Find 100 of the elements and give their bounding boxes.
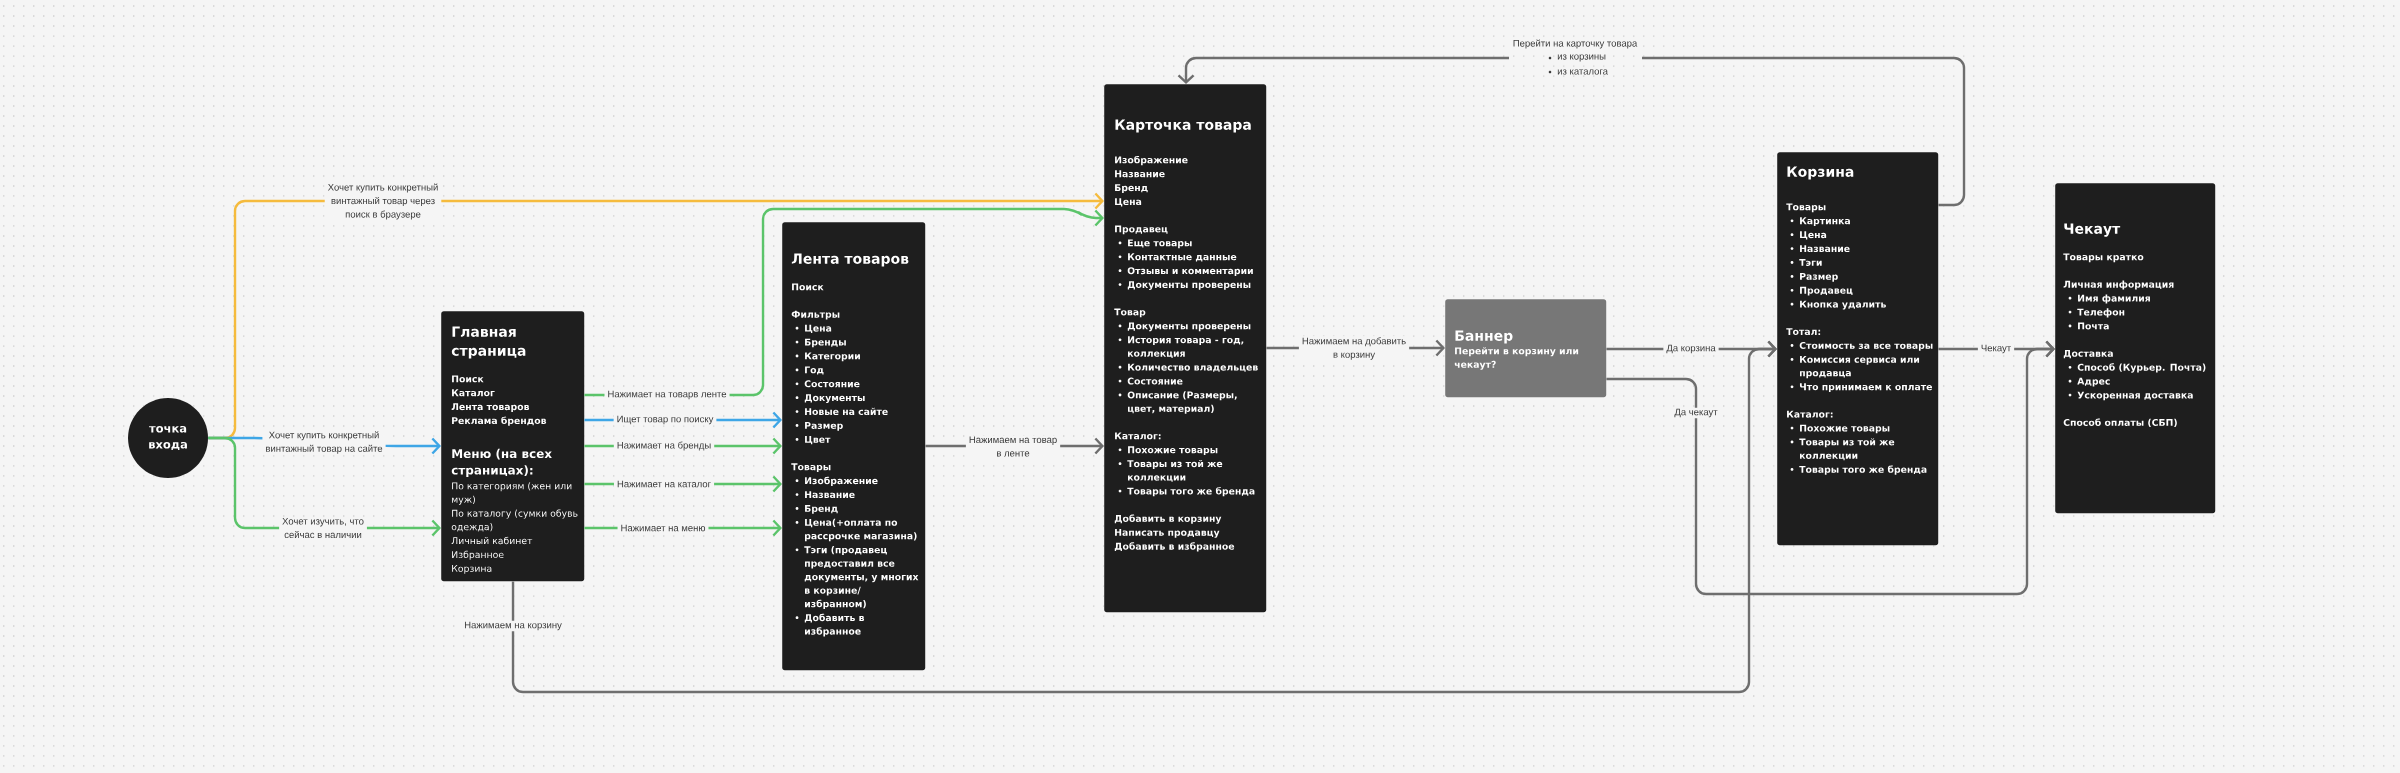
section-heading: Личная информация: [2063, 280, 2174, 290]
list-item: Добавить в избранное: [1114, 542, 1235, 552]
list-item: Размер: [805, 422, 843, 431]
list-item: Бренды: [805, 338, 846, 348]
list-item: Почта: [2078, 322, 2109, 330]
list-item: Способ (Курьер. Почта): [2077, 363, 2206, 373]
card-title: Карточка товара: [1115, 119, 1251, 133]
list-item: Лента товаров: [451, 403, 530, 412]
list-item: Еще товары: [1128, 239, 1192, 249]
section-heading: Товар: [1114, 308, 1146, 318]
list-item: Добавить в корзину: [1114, 514, 1222, 524]
list-item: Что принимаем к оплате: [1799, 383, 1932, 393]
list-item: Контактные данные: [1128, 253, 1237, 262]
section-heading: Меню (на всех страницах):: [451, 448, 552, 477]
list-item: Тэги: [1799, 259, 1822, 266]
list-item: Отзывы и комментарии: [1127, 267, 1253, 276]
section-heading: Товары: [1786, 203, 1826, 213]
edge-label: Нажимает на меню: [617, 523, 709, 533]
list-item: из каталога: [1557, 69, 1608, 75]
list-item: Стоимость за все товары: [1799, 341, 1933, 351]
edge-label: Нажимает на товарв ленте: [604, 389, 730, 401]
list-item: Поиск: [792, 283, 824, 291]
list-item: Документы проверены: [1127, 322, 1251, 332]
screen-card: [1104, 84, 1267, 613]
screen-card: [1777, 152, 1939, 546]
list-item: Товары того же бренда: [1127, 487, 1255, 497]
edge-label: Хочет купить конкретный винтажный товар через поиск в браузере: [324, 182, 442, 221]
list-item: Адрес: [2077, 377, 2110, 387]
edge-label: Хочет изучить, что сейчас в наличии: [279, 516, 367, 540]
section-heading: Каталог:: [1787, 410, 1833, 418]
list-item: Написать продавцу: [1115, 528, 1220, 538]
list-item: Название: [1800, 245, 1850, 253]
list-item: Состояние: [804, 380, 860, 388]
list-item: Тэги (продавец предоставил все документы, у многих в корзине/ избранном): [804, 546, 919, 610]
list-item: Документы: [804, 394, 865, 404]
list-item: из корзины: [1557, 54, 1606, 62]
list-item: Товары из той же коллекции: [1127, 459, 1223, 482]
list-item: Товары кратко: [2063, 253, 2144, 263]
list-item: Новые на сайте: [805, 407, 888, 416]
section-heading: Тотал:: [1786, 328, 1821, 336]
card-title: Главная страница: [451, 326, 526, 359]
list-item: По категориям (жен или муж): [452, 482, 572, 505]
edge-label: Нажимаем на товар в ленте: [965, 435, 1061, 458]
list-item: Картинка: [1800, 217, 1850, 227]
list-item: Поиск: [452, 375, 484, 383]
arrow: [1177, 56, 1966, 207]
list-item: Год: [805, 366, 824, 375]
list-item: Описание (Размеры, цвет, материал): [1127, 391, 1237, 414]
edge-label: Нажимаем на корзину: [461, 620, 565, 632]
edge-label: Нажимает на каталог: [613, 479, 715, 489]
section-heading: Каталог:: [1115, 432, 1161, 440]
question-text: Перейти в корзину или чекаут?: [1454, 347, 1579, 370]
list-item: Товары того же бренда: [1799, 465, 1927, 475]
card-title: Баннер: [1455, 330, 1513, 344]
list-item: Цена: [1115, 198, 1142, 207]
card-title: Чекаут: [2064, 223, 2121, 237]
list-item: История товара - год, коллекция: [1128, 336, 1244, 358]
list-item: Изображение: [805, 476, 878, 486]
edge-label: Ищет товар по поиску: [613, 414, 717, 426]
list-item: Цена: [1800, 231, 1827, 240]
list-item: По каталогу (сумки обувь одежда): [451, 509, 578, 532]
list-item: Каталог: [452, 389, 495, 397]
list-item: Способ оплаты (СБП): [2063, 418, 2177, 428]
list-item: Продавец: [1800, 286, 1853, 296]
banner-box: [1445, 299, 1607, 398]
edge-label: Да корзина: [1663, 343, 1719, 355]
list-item: Бренд: [1115, 184, 1148, 193]
list-item: Добавить в избранное: [804, 613, 865, 637]
list-item: Товары из той же коллекции: [1799, 438, 1895, 461]
list-item: Имя фамилия: [2078, 294, 2150, 304]
list-item: Комиссия сервиса или продавца: [1800, 355, 1920, 379]
list-item: Размер: [1800, 272, 1838, 282]
list-item: Категории: [805, 352, 860, 362]
edge-label: Хочет купить конкретный винтажный товар на сайте: [262, 430, 386, 455]
list-item: Личный кабинет: [451, 536, 533, 545]
list-item: Цена(+оплата по рассрочке магазина): [805, 518, 917, 542]
list-item: Название: [805, 491, 855, 499]
section-heading: Доставка: [2063, 349, 2113, 359]
list-item: Избранное: [452, 550, 504, 560]
edge-label: Чекаут: [1977, 343, 2015, 355]
list-item: Изображение: [1115, 155, 1188, 166]
list-item: Похожие товары: [1128, 446, 1218, 456]
edge-label: Перейти на карточку товара: [1509, 38, 1641, 50]
screen-card: [2055, 183, 2216, 514]
screen-card: [782, 222, 926, 671]
list-item: Кнопка удалить: [1800, 300, 1886, 310]
list-item: Корзина: [452, 565, 492, 574]
list-item: Бренд: [805, 505, 838, 514]
list-item: Ускоренная доставка: [2077, 391, 2193, 401]
card-title: Лента товаров: [791, 253, 909, 267]
list-item: Документы проверены: [1127, 281, 1251, 290]
section-heading: Фильтры: [791, 310, 840, 320]
list-item: Похожие товары: [1800, 424, 1890, 434]
section-heading: Товары: [791, 463, 831, 473]
edge-label: Нажимаем на добавить в корзину: [1298, 336, 1410, 361]
list-item: Цена: [805, 324, 832, 333]
section-heading: Продавец: [1115, 225, 1168, 235]
list-item: Телефон: [2077, 308, 2125, 318]
edge-label: Нажимает на бренды: [613, 440, 715, 452]
list-item: Название: [1115, 170, 1165, 178]
